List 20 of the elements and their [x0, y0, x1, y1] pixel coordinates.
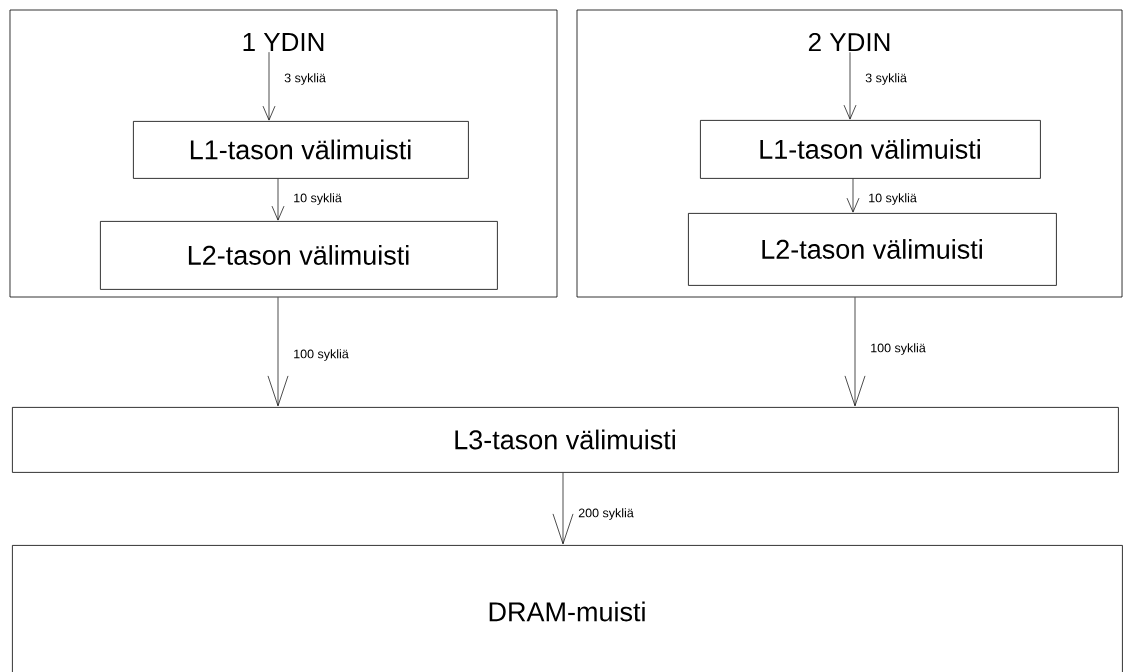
cache-box: L2-tason välimuisti — [688, 213, 1057, 286]
edge-label: 10 sykliä — [867, 192, 918, 206]
edge-label: 100 sykliä — [292, 348, 350, 362]
arrow — [844, 297, 866, 407]
edge-label: 100 sykliä — [869, 342, 927, 356]
cache-box: L3-tason välimuisti — [12, 407, 1119, 473]
arrow — [552, 472, 574, 545]
cache-box: L2-tason välimuisti — [100, 221, 498, 290]
arrow — [846, 178, 860, 213]
arrow — [267, 297, 289, 407]
edge-label: 3 sykliä — [283, 72, 327, 86]
edge-label: 200 sykliä — [577, 507, 635, 521]
edge-label: 10 sykliä — [292, 192, 343, 206]
arrow — [843, 51, 857, 120]
edge-label: 3 sykliä — [864, 72, 908, 86]
arrow — [262, 51, 276, 121]
cache-box: L1-tason välimuisti — [133, 121, 469, 179]
arrow — [271, 178, 285, 221]
cache-box: L1-tason välimuisti — [700, 120, 1041, 179]
cache-box: DRAM-muisti — [12, 545, 1123, 672]
